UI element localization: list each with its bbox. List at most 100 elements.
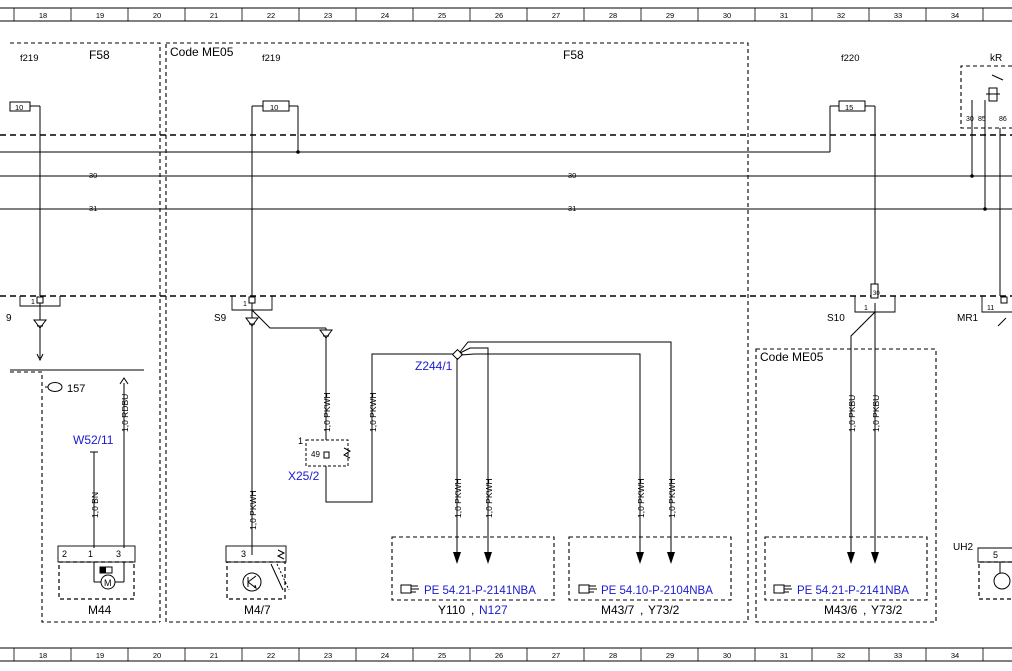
wire-label-pkwh-z244: 1,0 PKWH bbox=[368, 392, 378, 432]
grid-column-label: 27 bbox=[552, 651, 560, 660]
label-uh2: UH2 bbox=[953, 542, 973, 553]
grid-column-label: 21 bbox=[210, 651, 218, 660]
svg-text:M: M bbox=[104, 578, 112, 588]
grid-column-label: 26 bbox=[495, 11, 503, 20]
wire-label-pkbu: 1,0 PKBU bbox=[871, 395, 881, 432]
component-uh2: 5 bbox=[977, 547, 1012, 600]
area-label-kr: kR bbox=[990, 53, 1002, 64]
grid-column-label: 20 bbox=[153, 651, 161, 660]
label-separator: , bbox=[640, 603, 643, 617]
grid-column-label: 24 bbox=[381, 11, 389, 20]
grid-column-label: 22 bbox=[267, 11, 275, 20]
area-box-m44 bbox=[10, 371, 160, 623]
grid-column-label: 27 bbox=[552, 11, 560, 20]
svg-text:5: 5 bbox=[993, 550, 998, 560]
label-y73-2: Y73/2 bbox=[648, 603, 680, 617]
area-label-code-me05-right: Code ME05 bbox=[760, 350, 824, 364]
svg-text:11: 11 bbox=[987, 305, 994, 312]
grid-column-label: 19 bbox=[96, 11, 104, 20]
grid-column-label: 18 bbox=[39, 11, 47, 20]
area-label-code-me05: Code ME05 bbox=[170, 45, 234, 59]
svg-text:30: 30 bbox=[873, 291, 880, 297]
grid-column-label: 26 bbox=[495, 651, 503, 660]
grid-column-label: 31 bbox=[780, 11, 788, 20]
reference-box-m43-6 bbox=[764, 536, 928, 601]
connector-ref-157: 157 bbox=[45, 382, 85, 395]
fuse-right: 15 bbox=[830, 100, 875, 112]
svg-text:10: 10 bbox=[270, 103, 278, 112]
grid-column-label: 28 bbox=[609, 651, 617, 660]
grid-column-label: 22 bbox=[267, 651, 275, 660]
label-m44: M44 bbox=[88, 603, 112, 617]
label-y110: Y110 bbox=[438, 603, 465, 617]
svg-text:15: 15 bbox=[845, 103, 853, 112]
grid-column-label: 32 bbox=[837, 651, 845, 660]
label-m4-7: M4/7 bbox=[244, 603, 271, 617]
arrowheads bbox=[453, 552, 879, 564]
reference-link-pe-54-21-b[interactable]: PE 54.21-P-2141NBA bbox=[797, 585, 909, 597]
area-box-code-me05-right bbox=[755, 348, 937, 623]
svg-text:10: 10 bbox=[15, 103, 23, 112]
fuse-left: 10 bbox=[9, 101, 31, 112]
svg-text:49: 49 bbox=[311, 450, 320, 459]
wire-label-pkwh: 1,0 PKWH bbox=[636, 478, 646, 518]
area-label-f58-main: F58 bbox=[563, 48, 584, 62]
svg-text:1: 1 bbox=[298, 436, 303, 446]
svg-text:157: 157 bbox=[67, 383, 85, 395]
splice-s10: 30 1 S10 bbox=[827, 283, 896, 555]
grid-column-label: 28 bbox=[609, 11, 617, 20]
svg-text:85: 85 bbox=[978, 116, 986, 123]
bus-label-30: 30 bbox=[89, 171, 97, 180]
svg-text:1: 1 bbox=[864, 305, 868, 312]
reference-link-pe-54-21-a[interactable]: PE 54.21-P-2141NBA bbox=[424, 585, 536, 597]
svg-text:2: 2 bbox=[62, 549, 67, 559]
svg-text:1: 1 bbox=[88, 549, 93, 559]
reference-box-y110 bbox=[391, 536, 555, 601]
wire-label-pkwh: 1,0 PKWH bbox=[484, 478, 494, 518]
component-m4-7: 3 bbox=[225, 545, 290, 600]
svg-text:S10: S10 bbox=[827, 313, 845, 324]
pointing-hand-icon bbox=[773, 584, 792, 594]
grid-column-label: 32 bbox=[837, 11, 845, 20]
splice-left: 1 9 bbox=[6, 296, 144, 371]
link-n127[interactable]: N127 bbox=[479, 603, 508, 617]
splice-s9: 1 S9 bbox=[214, 296, 333, 555]
area-label-f219-mid: f219 bbox=[262, 53, 281, 64]
area-label-f58-left: F58 bbox=[89, 48, 110, 62]
pointing-hand-icon bbox=[400, 584, 419, 594]
link-z244-1[interactable]: Z244/1 bbox=[415, 359, 453, 373]
grid-column-label: 18 bbox=[39, 651, 47, 660]
label-m43-7: M43/7 bbox=[601, 603, 635, 617]
splice-mr1: 11 MR1 bbox=[957, 296, 1012, 327]
wire-label-pkwh-x25: 1,0 PKWH bbox=[322, 392, 332, 432]
svg-text:86: 86 bbox=[999, 116, 1007, 123]
grid-column-label: 23 bbox=[324, 11, 332, 20]
svg-text:30: 30 bbox=[966, 116, 974, 123]
grid-column-label: 29 bbox=[666, 651, 674, 660]
grid-column-label: 23 bbox=[324, 651, 332, 660]
bus-label-30: 30 bbox=[568, 171, 576, 180]
relay-kr: 30 85 86 bbox=[966, 74, 1007, 128]
svg-text:1: 1 bbox=[31, 299, 35, 306]
grid-column-label: 25 bbox=[438, 11, 446, 20]
wire-label-pkbu: 1,0 PKBU bbox=[847, 395, 857, 432]
wire-label-pkwh-m47: 1,0 PKWH bbox=[248, 490, 258, 530]
fan-motor-icon bbox=[242, 572, 262, 592]
reference-link-pe-54-10[interactable]: PE 54.10-P-2104NBA bbox=[601, 585, 713, 597]
grid-column-label: 20 bbox=[153, 11, 161, 20]
link-x25-2[interactable]: X25/2 bbox=[288, 469, 320, 483]
connector-x25-2: 1 49 bbox=[298, 436, 351, 467]
grid-column-label: 29 bbox=[666, 11, 674, 20]
link-w52-11[interactable]: W52/11 bbox=[73, 433, 114, 447]
svg-text:1: 1 bbox=[243, 301, 247, 308]
area-box-left bbox=[10, 42, 161, 622]
grid-column-label: 33 bbox=[894, 11, 902, 20]
pointing-hand-icon bbox=[578, 584, 597, 594]
label-separator: , bbox=[471, 603, 474, 617]
grid-column-label: 34 bbox=[951, 11, 959, 20]
svg-text:3: 3 bbox=[241, 549, 246, 559]
area-label-f219-left: f219 bbox=[20, 53, 39, 64]
